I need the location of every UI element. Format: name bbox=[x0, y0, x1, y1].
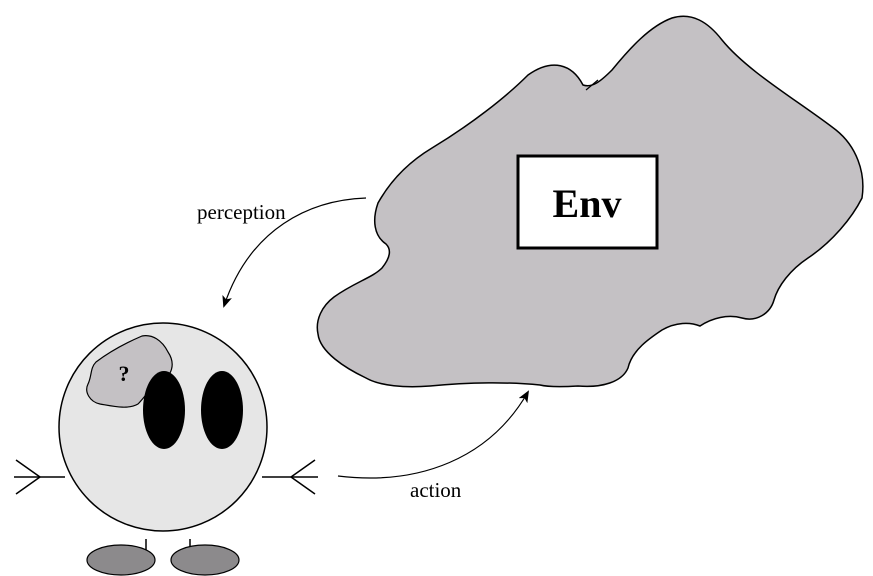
left-arm bbox=[14, 459, 65, 495]
env-label: Env bbox=[553, 181, 622, 226]
action-arrow: action bbox=[337, 390, 529, 502]
right-arm bbox=[262, 459, 318, 495]
environment: Env bbox=[316, 15, 864, 388]
env-box bbox=[516, 154, 659, 250]
action-arrow-line bbox=[337, 390, 529, 479]
action-label: action bbox=[410, 478, 462, 502]
left-eye bbox=[143, 371, 185, 449]
perception-arrow-line bbox=[222, 197, 367, 308]
environment-blob-notch bbox=[585, 79, 599, 91]
right-foot bbox=[170, 544, 240, 576]
right-eye bbox=[201, 371, 243, 449]
agent: ? bbox=[14, 322, 318, 576]
thought-question-mark: ? bbox=[119, 361, 130, 386]
perception-label: perception bbox=[197, 200, 286, 224]
perception-arrow: perception bbox=[197, 197, 367, 308]
left-foot bbox=[86, 544, 156, 576]
